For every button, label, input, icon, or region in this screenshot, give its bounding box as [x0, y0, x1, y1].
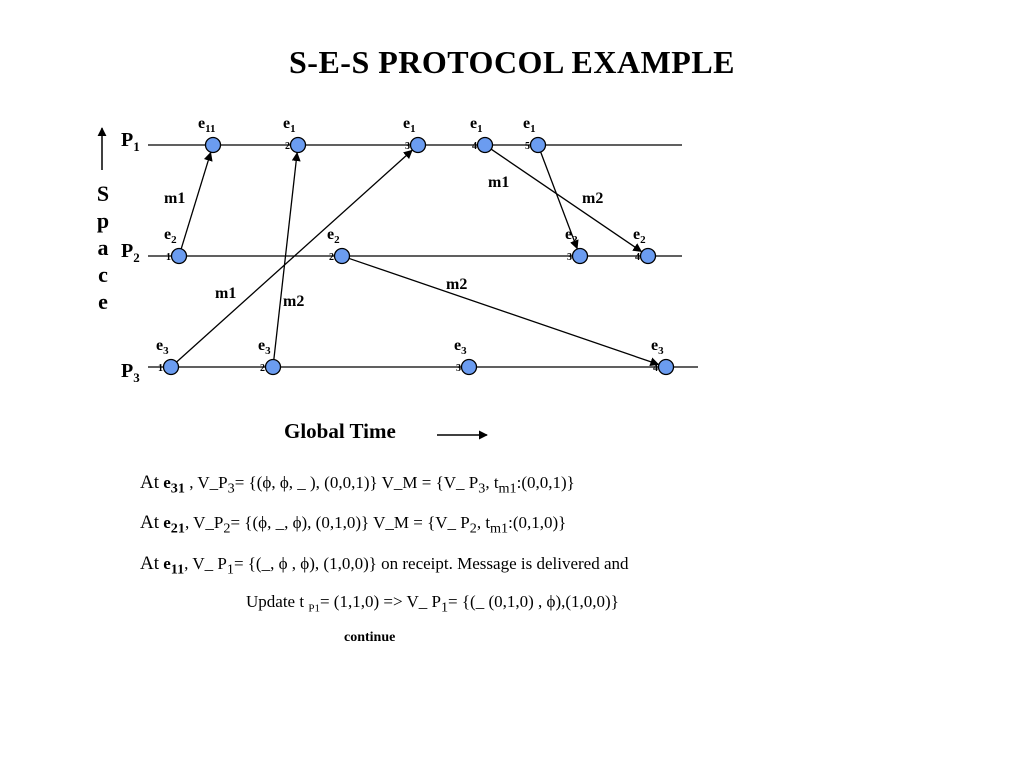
event-label-e15: e1 — [523, 115, 536, 135]
space-letter: p — [96, 208, 110, 233]
text-line-2: At e21, V_P2= {(ϕ, _, ϕ), (0,1,0)} V_M =… — [140, 512, 566, 537]
event-index-e14: 4 — [472, 141, 477, 152]
update-line: Update t P1= (1,1,0) => V_ P1= {(_ (0,1,… — [246, 592, 619, 616]
event-index-e31: 1 — [158, 363, 163, 374]
event-node-e13 — [409, 136, 427, 154]
message-arrow — [273, 152, 301, 360]
message-arrow — [176, 149, 413, 363]
space-letter: c — [98, 262, 108, 287]
process-label-p3: P3 — [121, 360, 140, 385]
line-sub: 2 — [469, 520, 477, 537]
line-text: Update t — [246, 592, 309, 611]
line-sub: m1 — [498, 480, 517, 497]
at-word: At — [140, 512, 159, 533]
line-sub: 3 — [478, 480, 486, 497]
event-ref: e — [163, 554, 171, 573]
event-index-e12: 2 — [285, 141, 290, 152]
event-label-e23: e2 — [565, 226, 578, 246]
line-sub: 1 — [440, 599, 449, 616]
event-label-e21: e2 — [164, 226, 177, 246]
event-label-e22: e2 — [327, 226, 340, 246]
line-text: , V_P — [184, 513, 224, 532]
line-sub: m1 — [490, 520, 509, 537]
line-sub: 2 — [223, 520, 231, 537]
message-label: m1 — [488, 174, 509, 191]
event-node-e14 — [476, 136, 494, 154]
event-label-e33: e3 — [454, 337, 467, 357]
message-arrow — [490, 148, 643, 253]
text-line-1: At e31 , V_P3= {(ϕ, ϕ, _ ), (0,0,1)} V_M… — [140, 472, 575, 497]
event-label-e32: e3 — [258, 337, 271, 357]
page-title: S-E-S PROTOCOL EXAMPLE — [288, 44, 736, 80]
line-text: , t — [485, 473, 499, 492]
process-label-p2: P2 — [121, 240, 140, 265]
event-node-e34 — [657, 358, 675, 376]
message-label: m1 — [164, 190, 185, 207]
line-sub: 3 — [227, 480, 235, 497]
line-text: = {(_ (0,1,0) , ϕ),(1,0,0)} — [448, 592, 619, 611]
event-node-e33 — [460, 358, 478, 376]
event-index-e34: 4 — [653, 363, 658, 374]
line-text: = {(_, ϕ , ϕ), (1,0,0)} on receipt. Mess… — [233, 554, 629, 573]
line-text: = (1,1,0) => V_ P — [319, 592, 441, 611]
at-word: At — [140, 472, 159, 493]
event-node-e23 — [571, 247, 589, 265]
event-label-e31: e3 — [156, 337, 169, 357]
event-index-e23: 3 — [567, 252, 572, 263]
space-axis-label: S p a c e — [94, 180, 112, 315]
continue-link[interactable]: continue — [344, 630, 396, 645]
space-letter: a — [97, 235, 109, 260]
space-letter: e — [98, 289, 108, 314]
event-node-e24 — [639, 247, 657, 265]
message-arrow — [540, 151, 579, 250]
message-label: m2 — [446, 276, 467, 293]
event-node-e21 — [170, 247, 188, 265]
message-label: m2 — [283, 293, 304, 310]
event-node-e31 — [162, 358, 180, 376]
event-index-e22: 2 — [329, 252, 334, 263]
event-index-e15: 5 — [525, 141, 530, 152]
event-ref-sub: 31 — [170, 480, 185, 497]
global-time-label: Global Time — [284, 419, 396, 443]
event-label-e12: e1 — [283, 115, 296, 135]
event-ref-sub: 21 — [170, 520, 185, 537]
event-ref: e — [163, 473, 171, 492]
event-index-e13: 3 — [405, 141, 410, 152]
event-node-e15 — [529, 136, 547, 154]
event-ref-sub: 11 — [170, 561, 185, 578]
message-label: m1 — [215, 285, 236, 302]
line-text: , t — [476, 513, 491, 532]
event-index-e33: 3 — [456, 363, 461, 374]
event-index-e24: 4 — [635, 252, 640, 263]
event-label-e24: e2 — [633, 226, 646, 246]
event-node-e12 — [289, 136, 307, 154]
line-text: = {(ϕ, _, ϕ), (0,1,0)} V_M = {V_ P — [230, 513, 470, 532]
event-node-e22 — [333, 247, 351, 265]
event-node-e11 — [204, 136, 222, 154]
at-word: At — [140, 553, 159, 574]
line-text: , V_P — [184, 473, 228, 492]
process-label-p1: P1 — [121, 129, 140, 154]
event-label-e14: e1 — [470, 115, 483, 135]
event-index-e21: 1 — [166, 252, 171, 263]
line-text: :(0,0,1)} — [516, 473, 575, 492]
message-arrow — [180, 151, 213, 250]
line-text: , V_ P — [184, 554, 227, 573]
message-label: m2 — [582, 190, 603, 207]
text-line-3: At e11, V_ P1= {(_, ϕ , ϕ), (1,0,0)} on … — [140, 553, 629, 578]
space-letter: S — [96, 181, 110, 206]
event-label-e34: e3 — [651, 337, 664, 357]
line-sub: 1 — [226, 561, 234, 578]
event-label-e13: e1 — [403, 115, 416, 135]
event-index-e32: 2 — [260, 363, 265, 374]
line-sub: P1 — [308, 602, 320, 615]
event-node-e32 — [264, 358, 282, 376]
event-label-e11: e11 — [198, 115, 216, 135]
message-arrow — [348, 257, 660, 367]
line-text: :(0,1,0)} — [508, 513, 567, 532]
line-text: = {(ϕ, ϕ, _ ), (0,0,1)} V_M = {V_ P — [234, 473, 479, 492]
event-ref: e — [163, 513, 171, 532]
